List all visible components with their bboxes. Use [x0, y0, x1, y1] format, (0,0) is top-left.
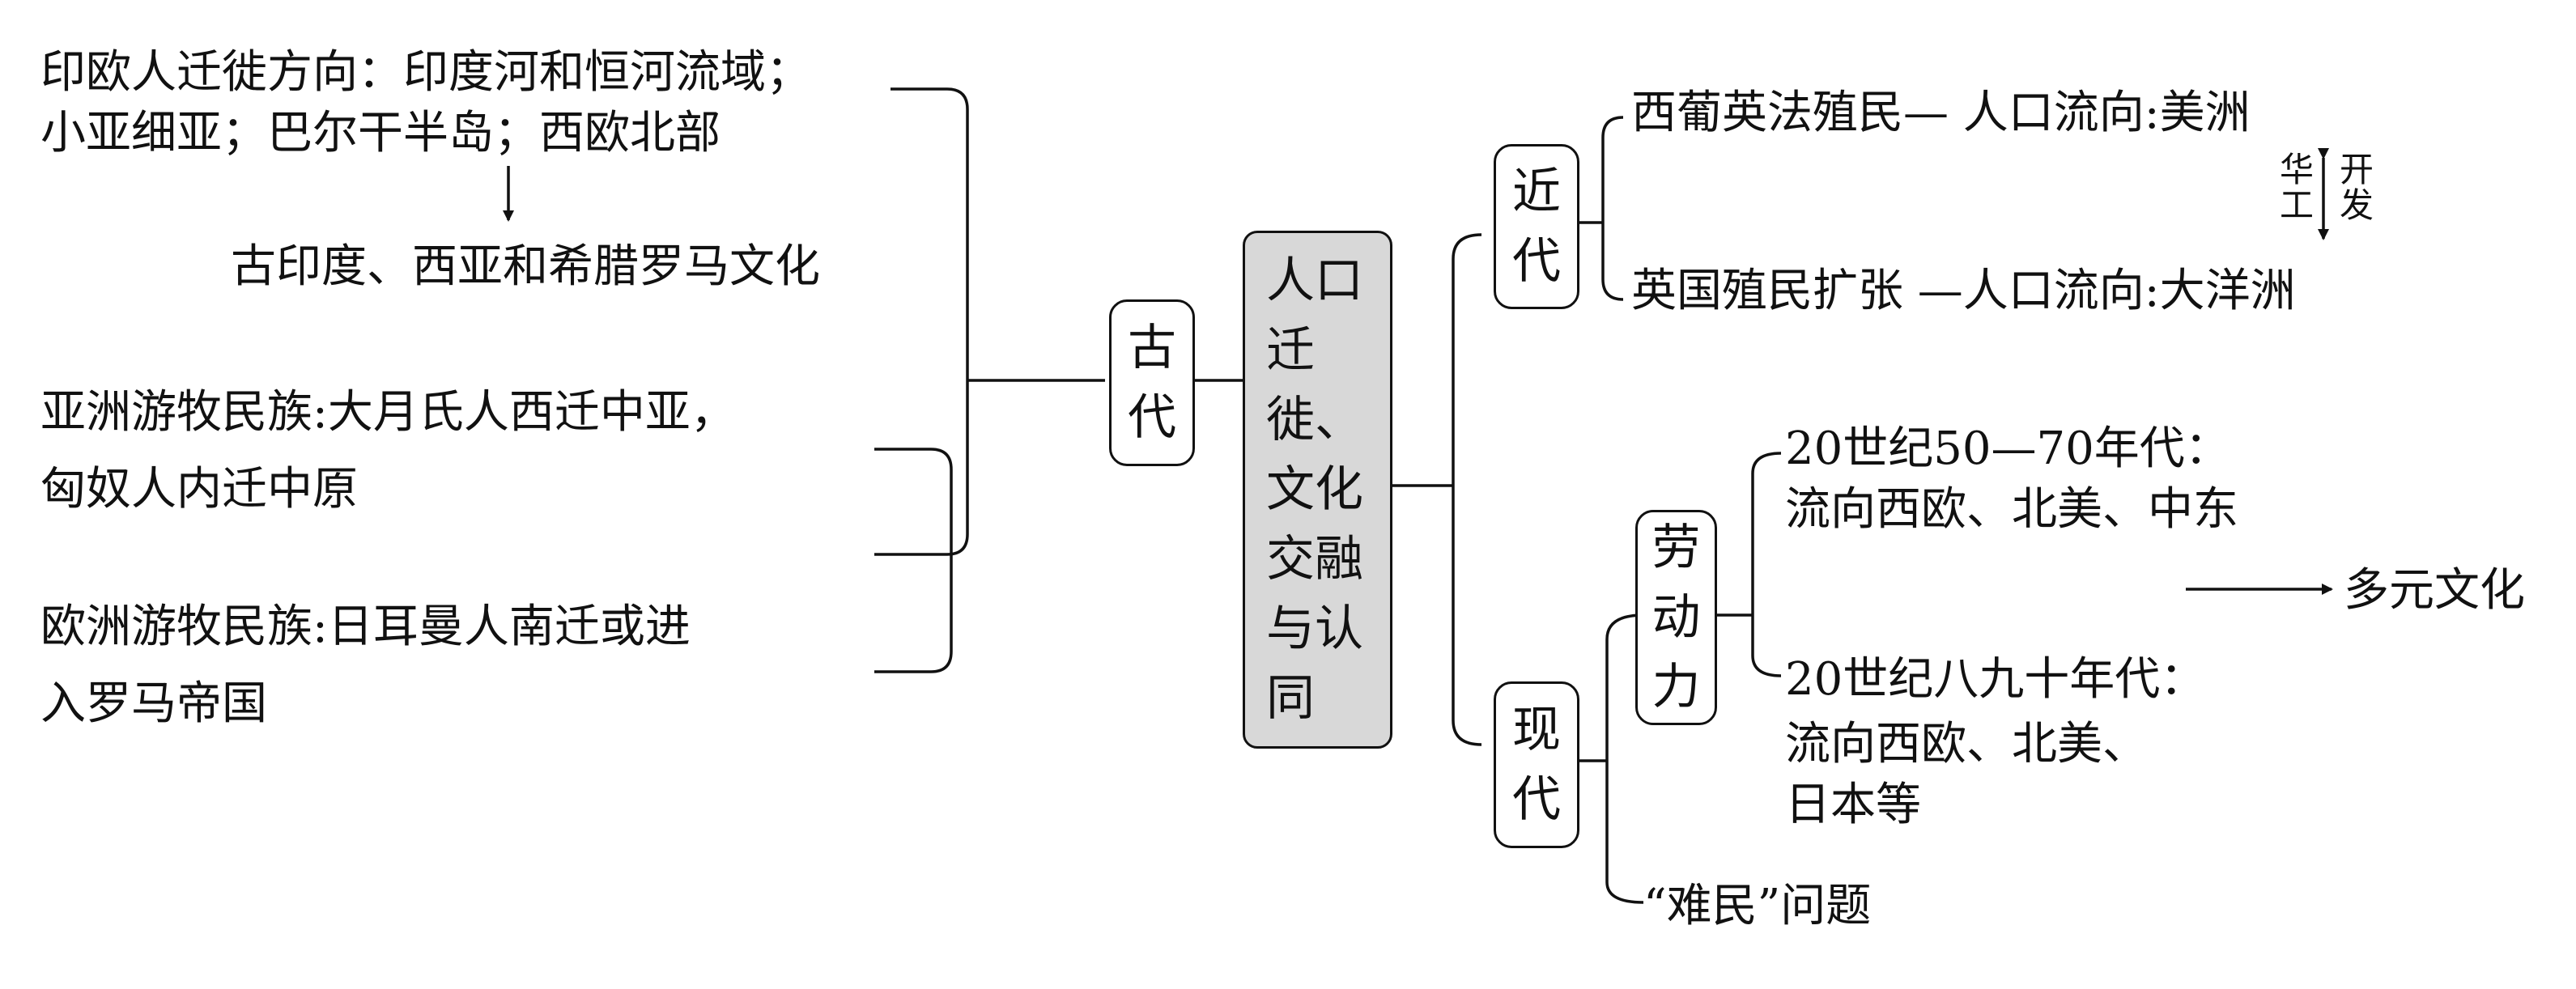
labor-char-3: 力	[1651, 659, 1701, 715]
labor-char-1: 劳	[1651, 520, 1701, 576]
modern-box: 现 代	[1494, 681, 1579, 848]
ancient-cultures: 古印度、西亚和希腊罗马文化	[231, 240, 820, 293]
era-bracket	[1452, 233, 1482, 746]
center-line-3: 文化	[1266, 461, 1363, 518]
europe-nomads-line2: 入罗马帝国	[40, 677, 267, 730]
multicultural-result: 多元文化	[2344, 564, 2525, 617]
early-modern-box: 近 代	[1494, 144, 1579, 309]
center-line-2: 迁徙、	[1266, 322, 1363, 448]
early-modern-bracket	[1601, 116, 1624, 301]
center-line-5: 与认	[1266, 601, 1363, 657]
development-label: 开 发	[2336, 152, 2377, 223]
central-topic-box: 人口 迁徙、 文化 交融 与认 同	[1243, 231, 1392, 749]
center-line-1: 人口	[1266, 253, 1363, 309]
labor-char-2: 动	[1651, 589, 1701, 646]
labor-period-2: 20世纪八九十年代：	[1785, 653, 2206, 706]
development-char-1: 开	[2339, 150, 2374, 189]
indo-european-migration-line2: 小亚细亚；巴尔干半岛；西欧北部	[40, 107, 721, 159]
modern-char-2: 代	[1512, 771, 1561, 828]
modern-bracket	[1605, 613, 1644, 904]
labor-box: 劳 动 力	[1635, 510, 1717, 725]
colonial-migration-oceania: 英国殖民扩张 —人口流向:大洋洲	[1631, 265, 2296, 317]
asia-nomads-line1: 亚洲游牧民族:大月氏人西迁中亚，	[40, 386, 736, 439]
chinese-laborers-char-2: 工	[2279, 185, 2314, 225]
labor-destination-1: 流向西欧、北美、中东	[1785, 483, 2238, 536]
colonial-migration-americas: 西葡英法殖民— 人口流向:美洲	[1631, 87, 2251, 139]
modern-char-1: 现	[1512, 702, 1561, 758]
labor-period-1: 20世纪50—70年代：	[1785, 422, 2230, 475]
europe-nomads-line1: 欧洲游牧民族:日耳曼人南迁或进	[40, 601, 691, 653]
development-char-2: 发	[2339, 185, 2374, 225]
early-modern-char-2: 代	[1512, 233, 1561, 290]
nomad-bracket	[874, 448, 953, 673]
chinese-laborers-label: 华 工	[2276, 152, 2317, 223]
asia-nomads-line2: 匈奴人内迁中原	[40, 463, 358, 516]
ancient-char-2: 代	[1128, 389, 1176, 446]
labor-destination-2-line2: 日本等	[1785, 779, 1921, 831]
migration-bracket	[874, 87, 969, 556]
center-line-4: 交融	[1266, 531, 1363, 588]
ancient-char-1: 古	[1128, 320, 1176, 376]
early-modern-char-1: 近	[1512, 163, 1561, 220]
labor-bracket	[1751, 452, 1782, 677]
refugee-issue: “难民”问题	[1643, 880, 1872, 932]
indo-european-migration-line1: 印欧人迁徙方向：印度河和恒河流域；	[40, 46, 811, 99]
labor-destination-2-line1: 流向西欧、北美、	[1785, 718, 2148, 770]
center-line-6: 同	[1266, 670, 1315, 727]
chinese-laborers-char-1: 华	[2279, 150, 2314, 189]
ancient-box: 古 代	[1109, 299, 1195, 466]
